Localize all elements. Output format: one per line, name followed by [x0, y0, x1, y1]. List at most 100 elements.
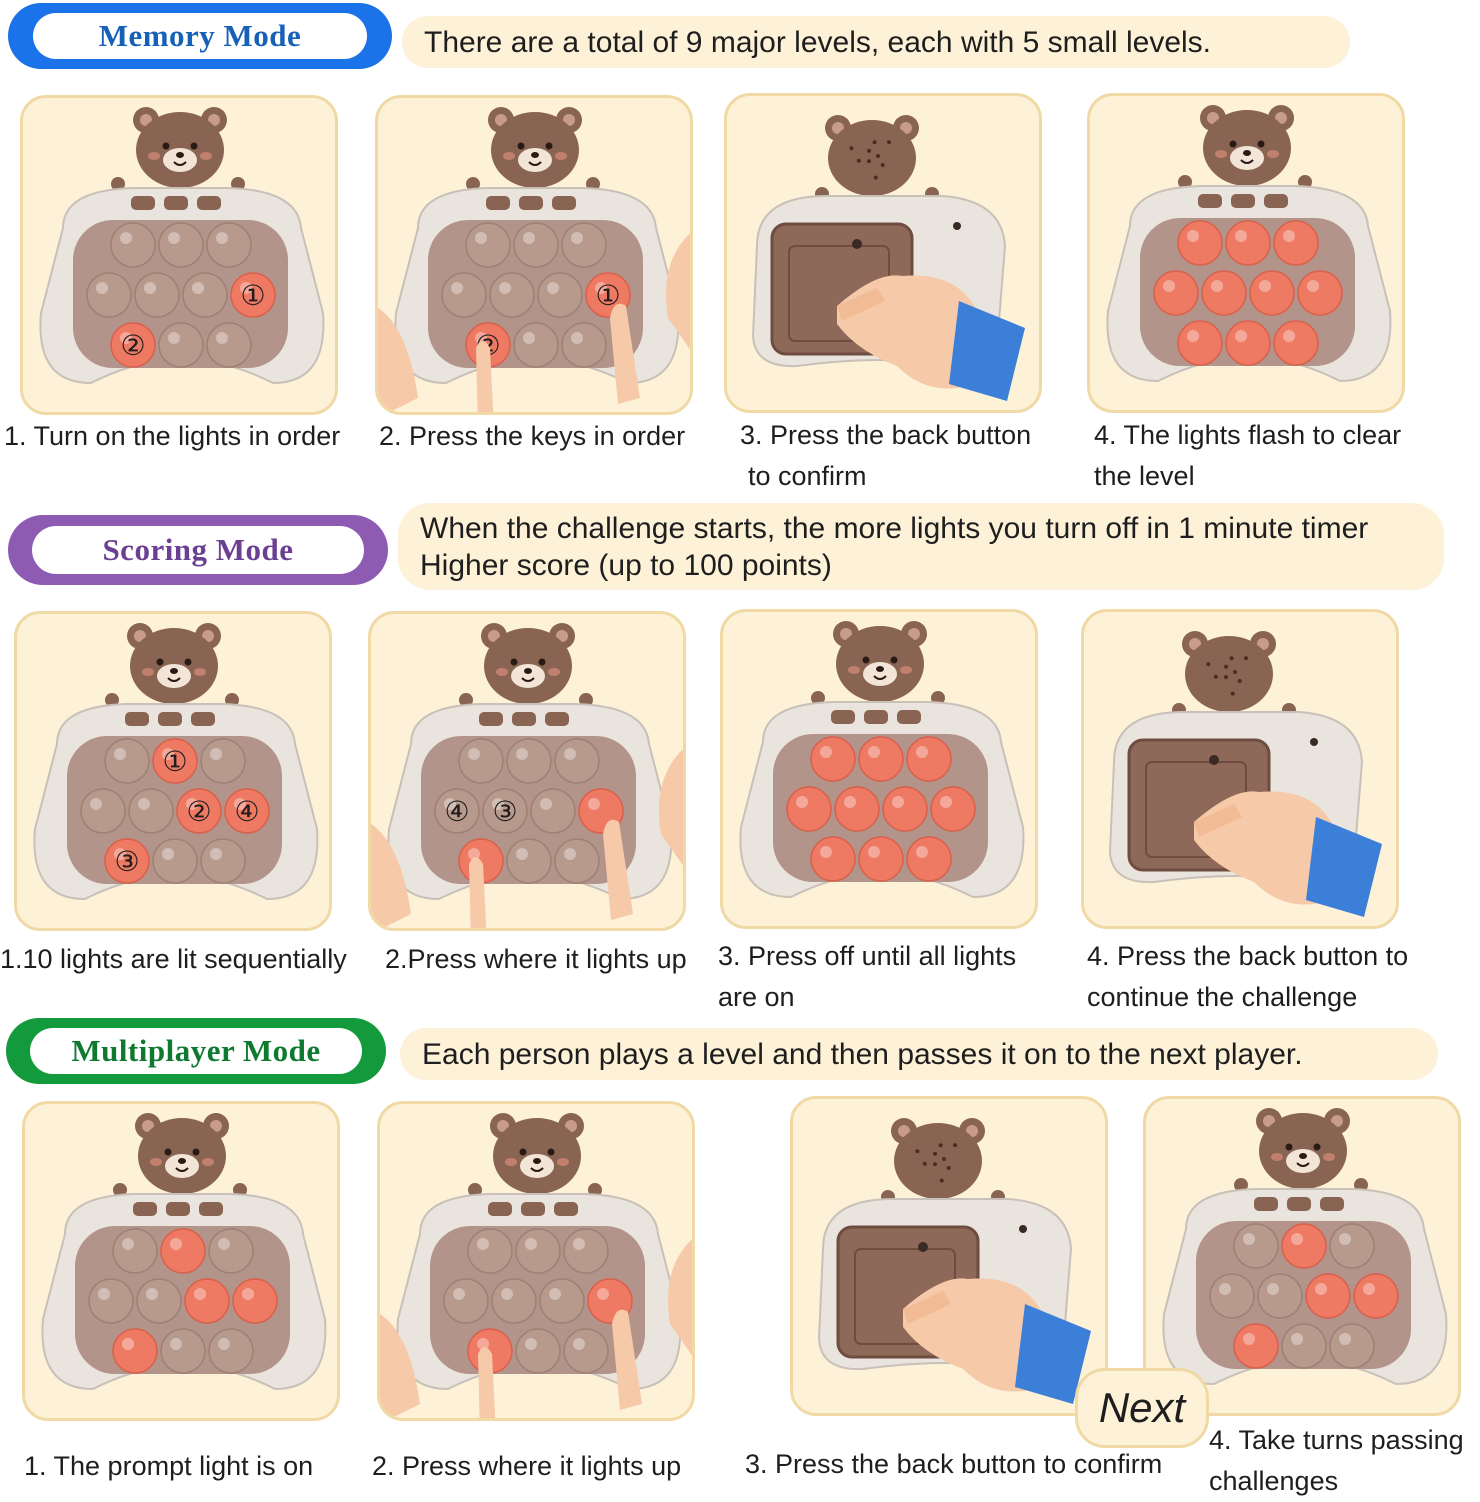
pop-button [561, 222, 607, 268]
pop-button [1329, 1223, 1375, 1269]
pop-button [563, 1328, 609, 1374]
pop-button [465, 222, 511, 268]
console-illustration [380, 1113, 692, 1418]
pop-button [506, 838, 552, 884]
lit-button [1153, 270, 1199, 316]
multiplayer-mode-title: Multiplayer Mode [30, 1028, 362, 1074]
lit-button [930, 786, 976, 832]
lit-button [882, 786, 928, 832]
pop-button [152, 838, 198, 884]
multiplayer-mode-label: Multiplayer Mode [6, 1018, 386, 1084]
pop-button [200, 838, 246, 884]
sound-icon [1264, 194, 1288, 208]
left-hand-icon [371, 824, 411, 928]
caption-line: 2.Press where it lights up [385, 944, 687, 974]
step-caption: 1.10 lights are lit sequentially [0, 939, 347, 980]
multiplayer-mode-description: Each person plays a level and then passe… [400, 1028, 1438, 1080]
sequence-marker: ② [120, 329, 145, 362]
caption-line: 2. Press the keys in order [379, 421, 686, 451]
pop-button [482, 788, 528, 834]
menu-icon [1254, 1197, 1278, 1211]
sound-icon [552, 196, 576, 210]
pop-button [200, 738, 246, 784]
right-hand-icon [658, 749, 683, 866]
lit-button [1233, 1323, 1279, 1369]
caption-line: to confirm [748, 461, 867, 491]
bear-head-icon [1200, 105, 1294, 186]
caption-line: 4. Press the back button to [1087, 941, 1409, 971]
pop-button [561, 322, 607, 368]
menu-icon [488, 1202, 512, 1216]
pop-button [80, 788, 126, 834]
lit-button [1201, 270, 1247, 316]
step-card [790, 1096, 1108, 1416]
caption-line: 1. Turn on the lights in order [4, 421, 341, 451]
sequence-marker: ② [186, 795, 211, 828]
sound-icon [199, 1202, 223, 1216]
pop-button [158, 322, 204, 368]
step-caption: 1. The prompt light is on [24, 1446, 313, 1487]
description-line: Each person plays a level and then passe… [422, 1037, 1303, 1071]
right-hand-icon [667, 1239, 692, 1356]
lit-button [906, 736, 952, 782]
pop-button [104, 738, 150, 784]
pop-button [1281, 1323, 1327, 1369]
lit-button [1305, 1273, 1351, 1319]
caption-line: 3. Press off until all lights [718, 941, 1017, 971]
lit-button [834, 786, 880, 832]
step-card [1143, 1096, 1461, 1416]
scoring-mode-label: Scoring Mode [8, 515, 388, 585]
step-caption: 2. Press where it lights up [372, 1446, 681, 1487]
menu-icon [486, 196, 510, 210]
finger-icon [610, 303, 640, 404]
description-line: There are a total of 9 major levels, eac… [424, 25, 1212, 59]
console-back-illustration [817, 1118, 1091, 1404]
finger-icon [603, 819, 633, 920]
sound-icon [897, 710, 921, 724]
pop-button [515, 1228, 561, 1274]
pop-button [182, 272, 228, 318]
menu-icon [479, 712, 503, 726]
power-icon [512, 712, 536, 726]
pop-button [1329, 1323, 1375, 1369]
pop-button [208, 1328, 254, 1374]
pop-button [112, 1228, 158, 1274]
power-icon [158, 712, 182, 726]
sound-icon [1320, 1197, 1344, 1211]
pop-button [441, 272, 487, 318]
lit-button [858, 736, 904, 782]
lit-button [152, 738, 198, 784]
bear-head-icon [133, 107, 227, 188]
pop-button [513, 322, 559, 368]
pop-button [208, 1228, 254, 1274]
finger-icon [476, 341, 494, 412]
pop-button [491, 1278, 537, 1324]
menu-icon [831, 710, 855, 724]
sound-icon [545, 712, 569, 726]
lit-button [232, 1278, 278, 1324]
sequence-marker: ④ [444, 795, 469, 828]
pop-button [1257, 1273, 1303, 1319]
next-badge: Next [1075, 1368, 1209, 1448]
bear-head-icon [1182, 631, 1276, 712]
bear-head-icon [825, 115, 919, 196]
step-caption: 3. Press the back button to confirm [745, 1444, 1162, 1485]
scoring-mode-title: Scoring Mode [32, 526, 364, 574]
pop-button [86, 272, 132, 318]
pop-button [88, 1278, 134, 1324]
right-hand-icon [665, 233, 690, 350]
console-illustration [739, 621, 1025, 899]
description-line: When the challenge starts, the more ligh… [420, 511, 1369, 545]
caption-line: 2. Press where it lights up [372, 1451, 682, 1481]
lit-button [176, 788, 222, 834]
sleeve-cuff-icon [1015, 1304, 1091, 1404]
pop-button [160, 1328, 206, 1374]
caption-line: 1. The prompt light is on [24, 1451, 314, 1481]
caption-line: 4. The lights flash to clear [1094, 420, 1402, 450]
power-icon [519, 196, 543, 210]
lit-button [104, 838, 150, 884]
pop-button [206, 322, 252, 368]
lit-button [810, 736, 856, 782]
step-card [724, 93, 1042, 413]
